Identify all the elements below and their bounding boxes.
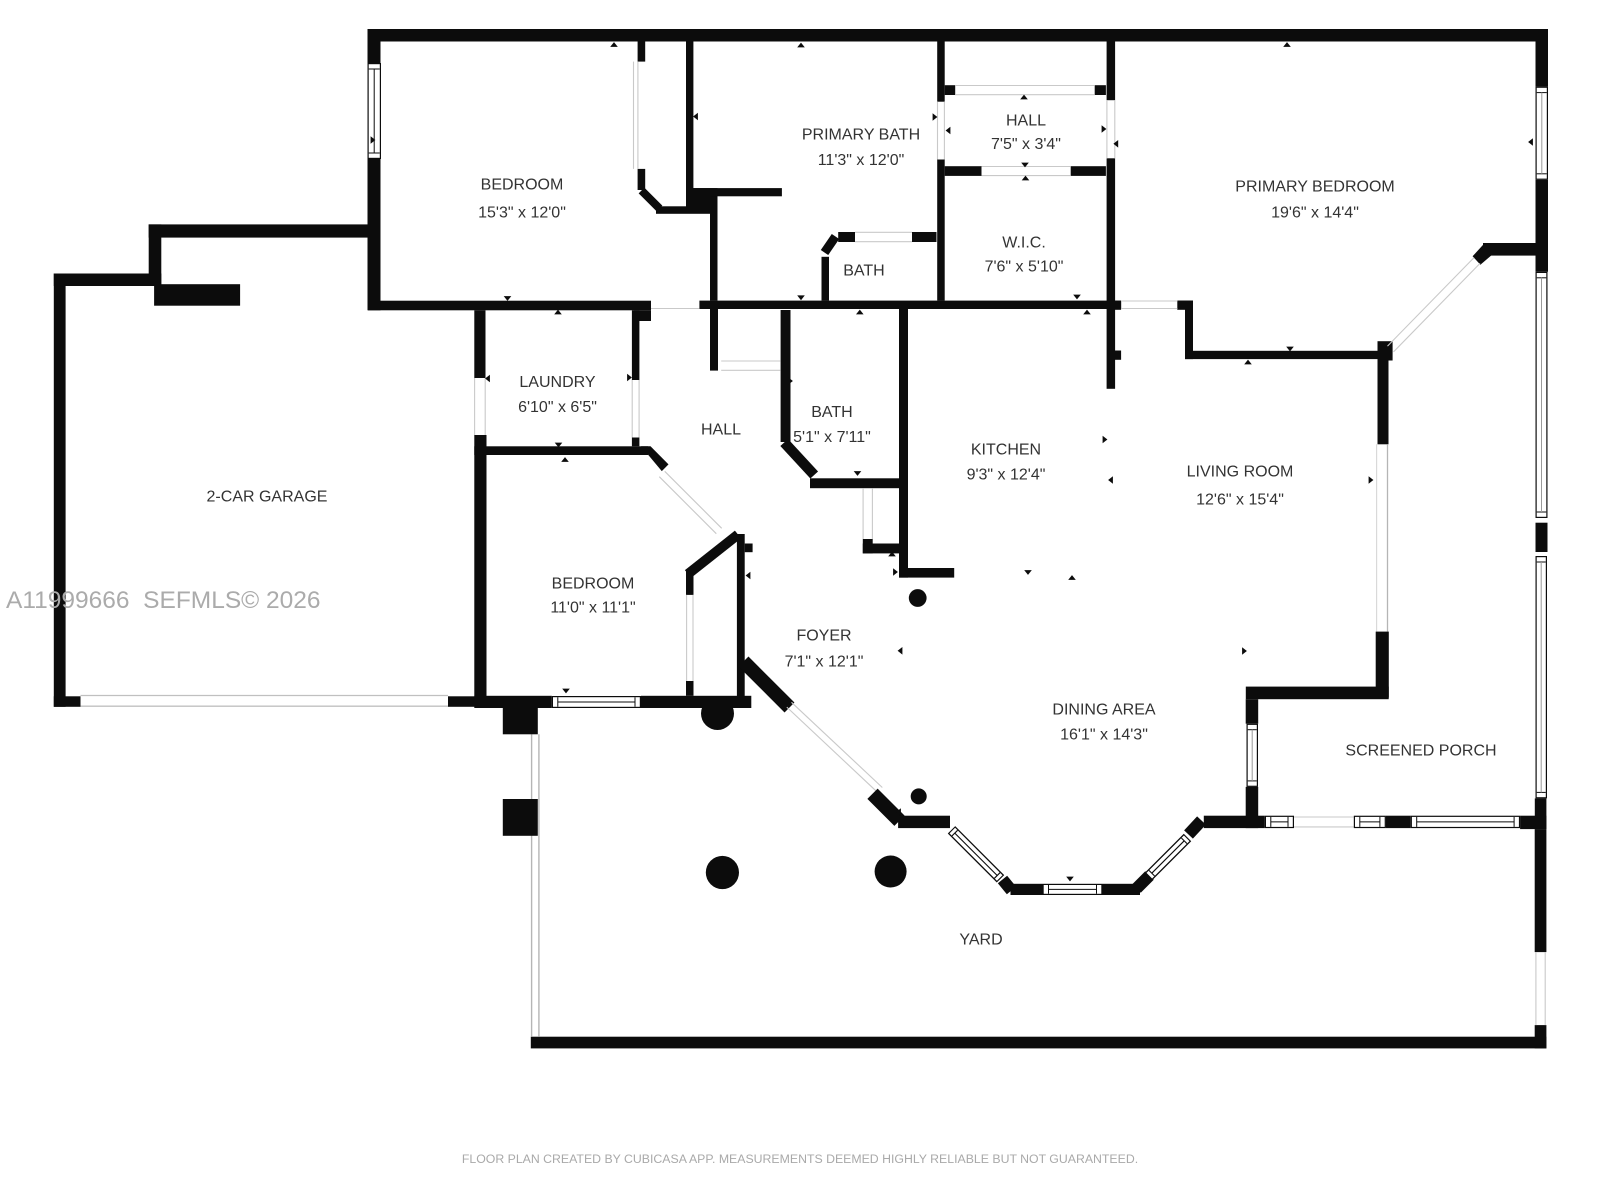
svg-text:LAUNDRY: LAUNDRY xyxy=(519,374,596,391)
svg-text:FOYER: FOYER xyxy=(796,628,851,645)
svg-text:W.I.C.: W.I.C. xyxy=(1002,235,1046,252)
svg-text:12'6" x 15'4": 12'6" x 15'4" xyxy=(1196,492,1284,509)
svg-text:15'3" x 12'0": 15'3" x 12'0" xyxy=(478,205,566,222)
svg-text:HALL: HALL xyxy=(1006,113,1046,130)
svg-text:7'5" x 3'4": 7'5" x 3'4" xyxy=(991,136,1061,153)
svg-text:2-CAR GARAGE: 2-CAR GARAGE xyxy=(207,489,328,506)
svg-text:HALL: HALL xyxy=(701,422,741,439)
svg-text:19'6" x 14'4": 19'6" x 14'4" xyxy=(1271,205,1359,222)
svg-text:16'1" x 14'3": 16'1" x 14'3" xyxy=(1060,727,1148,744)
svg-text:5'1" x 7'11": 5'1" x 7'11" xyxy=(793,429,871,446)
svg-text:LIVING ROOM: LIVING ROOM xyxy=(1187,464,1294,481)
svg-text:BATH: BATH xyxy=(843,263,884,280)
svg-text:FLOOR PLAN CREATED BY CUBICASA: FLOOR PLAN CREATED BY CUBICASA APP. MEAS… xyxy=(462,1152,1138,1166)
svg-text:DINING AREA: DINING AREA xyxy=(1052,702,1155,719)
svg-text:9'3" x 12'4": 9'3" x 12'4" xyxy=(967,467,1046,484)
svg-text:11'3" x 12'0": 11'3" x 12'0" xyxy=(818,152,905,169)
svg-text:YARD: YARD xyxy=(959,932,1002,949)
svg-text:BATH: BATH xyxy=(811,404,852,421)
svg-text:11'0" x 11'1": 11'0" x 11'1" xyxy=(550,600,635,617)
svg-text:7'6" x 5'10": 7'6" x 5'10" xyxy=(985,259,1064,276)
svg-text:PRIMARY BEDROOM: PRIMARY BEDROOM xyxy=(1235,179,1394,196)
svg-text:BEDROOM: BEDROOM xyxy=(481,177,564,194)
svg-text:A11999666 SEFMLS© 2026: A11999666 SEFMLS© 2026 xyxy=(6,587,321,614)
svg-text:6'10" x 6'5": 6'10" x 6'5" xyxy=(518,399,597,416)
svg-text:7'1" x 12'1": 7'1" x 12'1" xyxy=(785,654,864,671)
svg-text:KITCHEN: KITCHEN xyxy=(971,442,1041,459)
svg-text:SCREENED PORCH: SCREENED PORCH xyxy=(1345,743,1496,760)
svg-text:BEDROOM: BEDROOM xyxy=(552,576,635,593)
svg-text:PRIMARY BATH: PRIMARY BATH xyxy=(802,127,920,144)
